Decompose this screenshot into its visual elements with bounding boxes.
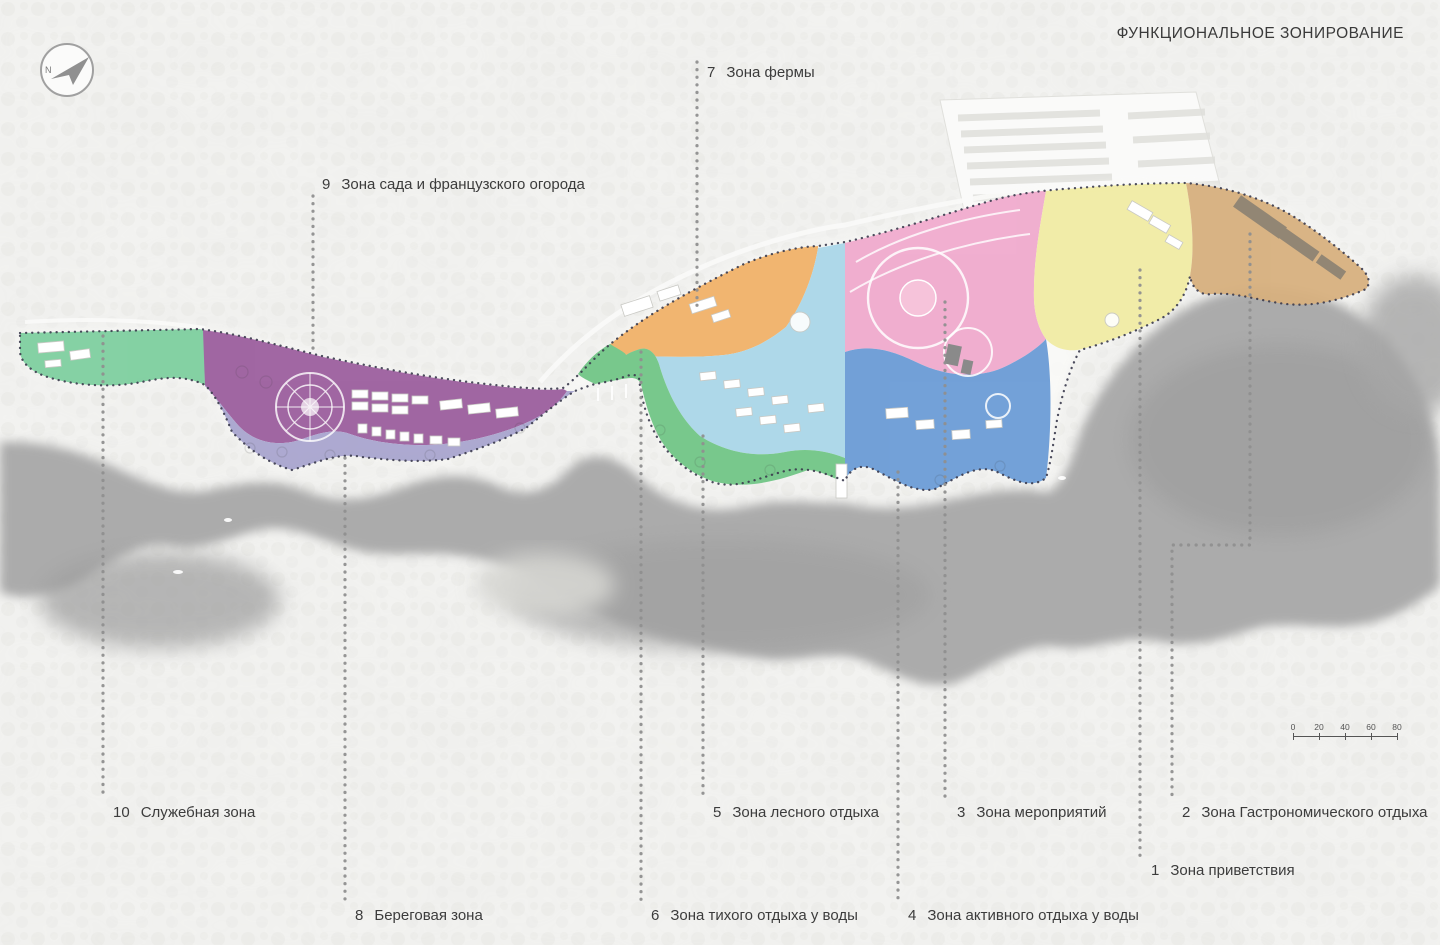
gastronomy-buildings — [1233, 195, 1347, 280]
scale-tick — [1397, 733, 1398, 740]
zone-name: Зона фермы — [726, 64, 815, 81]
zone-10-service — [20, 329, 205, 386]
zone-name: Зона тихого отдыха у воды — [670, 907, 858, 924]
north-letter: N — [45, 65, 52, 75]
zone-label-9: 9 Зона сада и французского огорода — [322, 176, 585, 193]
zone-3-events — [845, 191, 1046, 375]
zone-2-gastronomy — [1186, 183, 1369, 305]
zone-name: Зона сада и французского огорода — [341, 176, 585, 193]
zone-name: Береговая зона — [374, 907, 483, 924]
scale-tick-label: 0 — [1290, 722, 1296, 732]
zone-9-garden — [203, 330, 567, 446]
forest-cabins — [699, 311, 825, 434]
zone-name: Служебная зона — [140, 804, 256, 821]
scale-tick-label: 20 — [1314, 722, 1324, 732]
zone-label-6: 6 Зона тихого отдыха у воды — [651, 907, 858, 924]
boat — [173, 570, 183, 574]
scale-tick — [1371, 733, 1372, 740]
zone-label-8: 8 Береговая зона — [355, 907, 483, 924]
scale-tick-label: 40 — [1340, 722, 1350, 732]
scale-tick — [1319, 733, 1320, 740]
page-title: ФУНКЦИОНАЛЬНОЕ ЗОНИРОВАНИЕ — [1116, 25, 1404, 42]
scale-tick — [1293, 733, 1294, 740]
scale-bar: 0 20 40 60 80 — [1290, 722, 1405, 748]
farm-buildings — [620, 284, 732, 324]
zone-number: 6 — [651, 907, 660, 924]
zone-label-10: 10 Служебная зона — [113, 804, 255, 821]
zone-number: 1 — [1151, 862, 1160, 879]
garden-parterre — [275, 372, 519, 442]
zone-name: Зона активного отдыха у воды — [927, 907, 1139, 924]
pier-ferry — [835, 463, 848, 499]
leader-line-2 — [1170, 232, 1252, 800]
zone-number: 9 — [322, 176, 331, 193]
zone-name: Зона лесного отдыха — [732, 804, 880, 821]
zone-5-forest-rest — [626, 243, 845, 458]
zone-name: Зона Гастрономического отдыха — [1201, 804, 1428, 821]
scale-tick — [1345, 733, 1346, 740]
boat — [224, 518, 232, 522]
leader-lines — [101, 60, 1252, 904]
service-buildings — [37, 340, 92, 369]
zone-number: 2 — [1182, 804, 1191, 821]
zone-8-coastal — [205, 385, 575, 470]
welcome-buildings — [1104, 200, 1184, 328]
zone-6-quiet-water-rest — [578, 344, 845, 485]
zone-number: 8 — [355, 907, 364, 924]
zone-number: 10 — [113, 804, 130, 821]
coastal-cottages — [357, 384, 627, 447]
functional-zones — [20, 183, 1369, 490]
access-roads — [24, 185, 1046, 384]
zone-label-2: 2 Зона Гастрономического отдыха — [1182, 804, 1428, 821]
north-arrow-icon: N — [40, 43, 94, 97]
zone-number: 3 — [957, 804, 966, 821]
scale-tick-label: 60 — [1366, 722, 1376, 732]
pond — [789, 311, 811, 333]
zone-name: Зона приветствия — [1170, 862, 1295, 879]
zone-number: 7 — [707, 64, 716, 81]
events-plaza — [849, 209, 1031, 377]
zone-label-4: 4 Зона активного отдыха у воды — [908, 907, 1139, 924]
zone-details — [37, 195, 1347, 499]
zone-4-active-water-rest — [845, 339, 1051, 490]
zone-label-3: 3 Зона мероприятий — [957, 804, 1106, 821]
zone-number: 4 — [908, 907, 917, 924]
scale-tick-label: 80 — [1392, 722, 1402, 732]
zone-label-1: 1 Зона приветствия — [1151, 862, 1295, 879]
trees — [235, 365, 1006, 486]
zone-number: 5 — [713, 804, 722, 821]
zone-label-7: 7 Зона фермы — [707, 64, 815, 81]
zone-name: Зона мероприятий — [976, 804, 1107, 821]
zone-label-5: 5 Зона лесного отдыха — [713, 804, 879, 821]
river — [0, 275, 1440, 685]
active-rest-buildings — [835, 393, 1066, 499]
